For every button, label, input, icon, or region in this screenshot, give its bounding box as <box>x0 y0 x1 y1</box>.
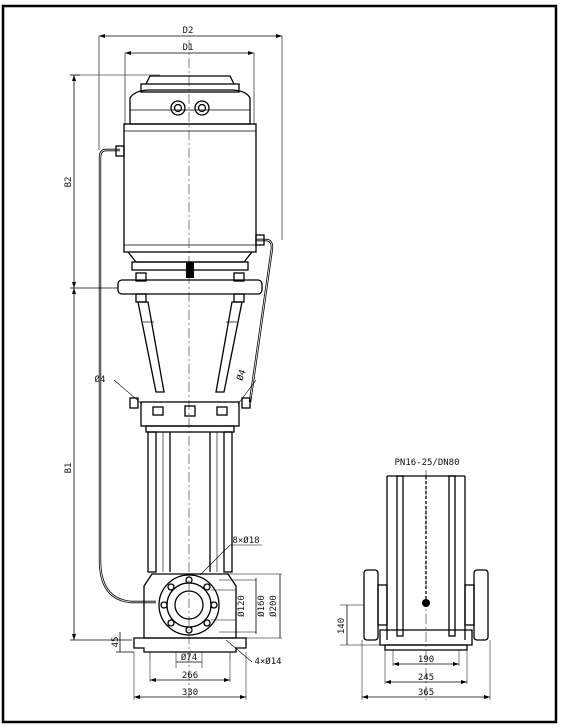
dim-365-label: 365 <box>418 688 434 698</box>
bolt-holes-base-label: 4×Ø14 <box>254 656 281 667</box>
phi-left-label: Ø4 <box>95 374 106 385</box>
bolt-holes-flange-label: 8×Ø18 <box>232 535 259 546</box>
dim-74-label: Ø74 <box>181 652 197 663</box>
dim-190-label: 190 <box>418 655 434 665</box>
dim-245-label: 245 <box>418 673 434 683</box>
dim-330-label: 330 <box>182 688 198 698</box>
phi-right-label: Ø4 <box>235 368 249 382</box>
dim-200-label: Ø200 <box>268 595 279 617</box>
flange-spec-label: PN16-25/DN80 <box>394 458 459 468</box>
dim-45-label: 45 <box>111 637 121 648</box>
dim-d1-label: D1 <box>183 43 194 53</box>
height-dimensions <box>70 74 134 653</box>
dim-266-label: 266 <box>182 671 198 681</box>
front-bottom-dimensions <box>133 639 253 700</box>
front-view <box>98 34 283 660</box>
dim-120-label: Ø120 <box>236 595 247 617</box>
dim-160-label: Ø160 <box>256 595 267 617</box>
side-dimensions <box>340 604 491 700</box>
sheet-frame <box>1 4 558 724</box>
dim-b1-label: B1 <box>64 463 74 474</box>
dim-b2-label: B2 <box>64 177 74 188</box>
dim-140-label: 140 <box>337 618 347 634</box>
dim-d2-label: D2 <box>183 26 194 36</box>
flange-diameter-dimensions <box>113 379 282 639</box>
